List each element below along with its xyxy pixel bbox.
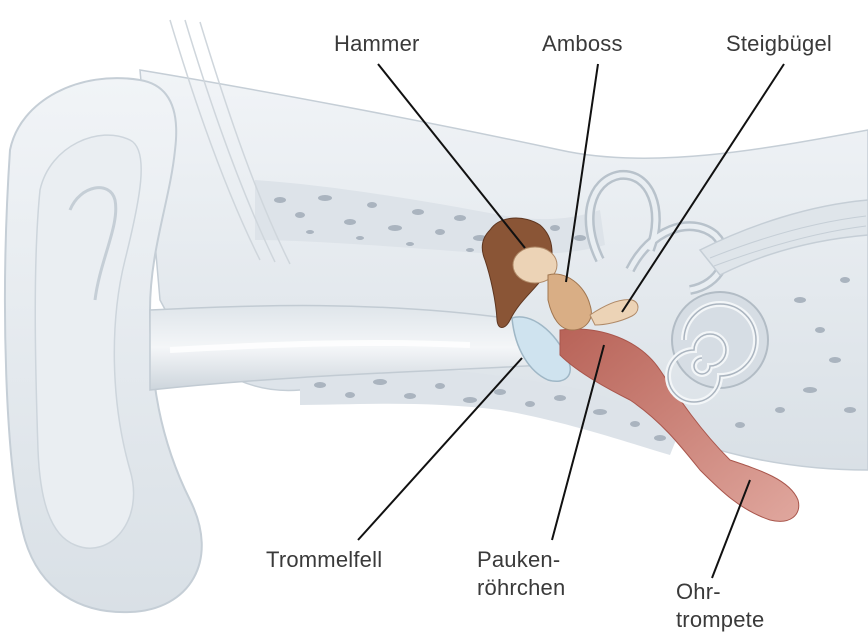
label-paukenroehrchen: Pauken- röhrchen	[477, 546, 565, 602]
label-paukenroehrchen-line1: Pauken-	[477, 546, 565, 574]
label-steigbuegel: Steigbügel	[726, 30, 832, 58]
label-amboss: Amboss	[542, 30, 623, 58]
label-ohrtrompete-line2: trompete	[676, 606, 764, 634]
label-ohrtrompete: Ohr- trompete	[676, 578, 764, 634]
label-hammer: Hammer	[334, 30, 420, 58]
label-paukenroehrchen-line2: röhrchen	[477, 574, 565, 602]
label-ohrtrompete-line1: Ohr-	[676, 578, 764, 606]
label-trommelfell: Trommelfell	[266, 546, 382, 574]
